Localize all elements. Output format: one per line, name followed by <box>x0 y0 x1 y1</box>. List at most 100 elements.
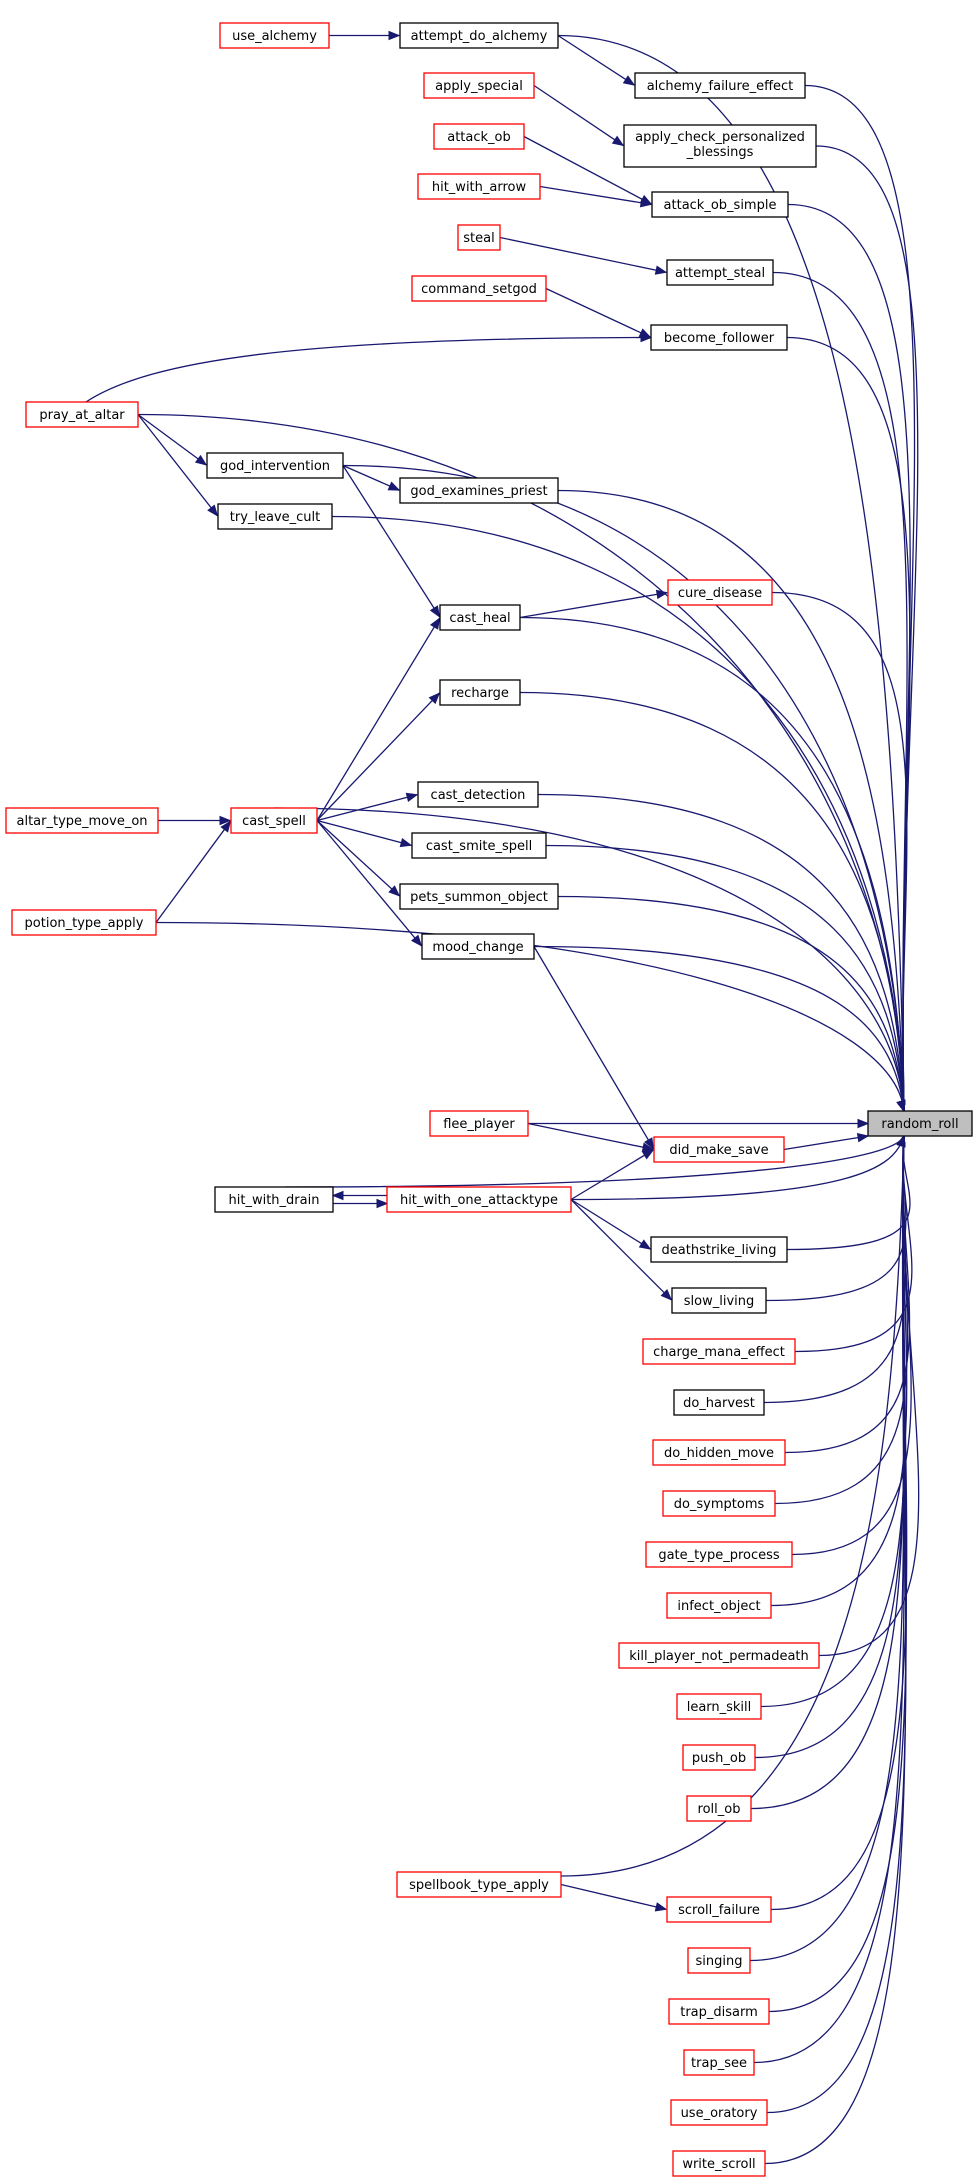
node-box <box>439 679 521 706</box>
node-label: god_examines_priest <box>410 484 547 499</box>
node-box <box>5 807 159 834</box>
node-label: deathstrike_living <box>662 1243 777 1258</box>
edge-line <box>771 591 908 1112</box>
node-write-scroll[interactable]: write_scroll <box>672 2150 766 2177</box>
node-label: hit_with_drain <box>229 1193 320 1208</box>
node-apply-check-personalized-blessings[interactable]: apply_check_personalized_blessings <box>623 124 817 168</box>
node-attempt-steal[interactable]: attempt_steal <box>666 259 774 286</box>
node-label: hit_with_arrow <box>432 180 527 195</box>
edge-line <box>545 287 651 338</box>
node-gate-type-process[interactable]: gate_type_process <box>645 1541 793 1568</box>
node-cast-smite-spell[interactable]: cast_smite_spell <box>411 832 547 859</box>
node-alchemy-failure-effect[interactable]: alchemy_failure_effect <box>634 72 806 99</box>
node-box <box>667 579 773 606</box>
edge-arrow <box>856 1132 870 1143</box>
node-attempt-do-alchemy[interactable]: attempt_do_alchemy <box>399 22 559 49</box>
node-push-ob[interactable]: push_ob <box>682 1744 756 1771</box>
node-hit-with-arrow[interactable]: hit_with_arrow <box>417 173 541 200</box>
edge-arrow <box>405 792 419 802</box>
edge-line <box>804 84 916 1112</box>
edge-pets_summon_object-random_roll <box>557 895 906 1113</box>
node-kill-player-not-permadeath[interactable]: kill_player_not_permadeath <box>618 1642 820 1669</box>
node-box <box>645 1541 793 1568</box>
nodes: use_alchemy attempt_do_alchemy alchemy_fai… <box>5 22 973 2177</box>
node-roll-ob[interactable]: roll_ob <box>686 1795 752 1822</box>
node-charge-mana-effect[interactable]: charge_mana_effect <box>642 1338 796 1365</box>
edge-arrow <box>654 1902 668 1912</box>
node-learn-skill[interactable]: learn_skill <box>676 1693 762 1720</box>
node-random-roll[interactable]: random_roll <box>867 1110 973 1137</box>
edge-line <box>137 414 218 517</box>
node-hit-with-drain[interactable]: hit_with_drain <box>214 1186 334 1213</box>
node-label: do_symptoms <box>674 1497 765 1512</box>
node-scroll-failure[interactable]: scroll_failure <box>666 1896 772 1923</box>
node-deathstrike-living[interactable]: deathstrike_living <box>650 1236 788 1263</box>
node-attack-ob[interactable]: attack_ob <box>433 123 525 150</box>
edge-line <box>557 34 905 1112</box>
node-apply-special[interactable]: apply_special <box>423 72 535 99</box>
edge-alchemy_failure_effect-random_roll <box>804 84 916 1113</box>
edge-arrow <box>857 1118 870 1129</box>
node-label: hit_with_one_attacktype <box>400 1193 558 1208</box>
node-hit-with-one-attacktype[interactable]: hit_with_one_attacktype <box>386 1186 572 1213</box>
node-trap-disarm[interactable]: trap_disarm <box>668 1998 770 2025</box>
node-box <box>650 324 788 351</box>
edge-line <box>570 1199 672 1301</box>
node-steal[interactable]: steal <box>457 224 501 251</box>
edge-line <box>523 135 652 205</box>
node-trap-see[interactable]: trap_see <box>683 2049 755 2076</box>
node-mood-change[interactable]: mood_change <box>421 933 535 960</box>
node-pray-at-altar[interactable]: pray_at_altar <box>25 401 139 428</box>
edge-line <box>519 691 905 1112</box>
edge-arrow <box>654 265 668 275</box>
node-do-hidden-move[interactable]: do_hidden_move <box>652 1439 786 1466</box>
edge-hit_with_arrow-attack_ob_simple <box>539 185 653 208</box>
edge-cast_spell-random_roll <box>273 807 906 1113</box>
node-singing[interactable]: singing <box>687 1947 751 1974</box>
node-command-setgod[interactable]: command_setgod <box>411 275 547 302</box>
node-spellbook-type-apply[interactable]: spellbook_type_apply <box>396 1871 562 1898</box>
node-cast-heal[interactable]: cast_heal <box>439 604 521 631</box>
node-label: pets_summon_object <box>410 890 548 905</box>
node-flee-player[interactable]: flee_player <box>429 1110 529 1137</box>
node-cast-detection[interactable]: cast_detection <box>417 781 539 808</box>
edge-apply_special-apply_check_personalized_blessings <box>533 84 625 147</box>
node-box <box>671 1287 767 1314</box>
edge-line <box>768 1135 907 2013</box>
node-box <box>687 1947 751 1974</box>
node-infect-object[interactable]: infect_object <box>666 1592 772 1619</box>
edge-line <box>770 1135 908 1607</box>
node-do-symptoms[interactable]: do_symptoms <box>662 1490 776 1517</box>
edge-god_intervention-cast_heal <box>342 465 441 618</box>
node-slow-living[interactable]: slow_living <box>671 1287 767 1314</box>
node-did-make-save[interactable]: did_make_save <box>653 1136 785 1163</box>
node-use-alchemy[interactable]: use_alchemy <box>219 22 330 49</box>
edge-line <box>570 1198 651 1250</box>
node-box <box>673 1389 765 1416</box>
node-altar-type-move-on[interactable]: altar_type_move_on <box>5 807 159 834</box>
node-box <box>623 124 817 168</box>
edge-line <box>783 1135 869 1151</box>
node-potion-type-apply[interactable]: potion_type_apply <box>11 909 157 936</box>
node-box <box>651 191 789 218</box>
edge-cast_spell-cast_smite_spell <box>316 819 413 848</box>
node-try-leave-cult[interactable]: try_leave_cult <box>217 503 333 530</box>
node-label: _blessings <box>686 145 754 160</box>
node-attack-ob-simple[interactable]: attack_ob_simple <box>651 191 789 218</box>
node-pets-summon-object[interactable]: pets_summon_object <box>399 883 559 910</box>
node-do-harvest[interactable]: do_harvest <box>673 1389 765 1416</box>
edge-arrow <box>896 1134 906 1148</box>
node-box <box>417 781 539 808</box>
edge-altar_type_move_on-cast_spell <box>158 815 232 826</box>
edge-line <box>533 84 624 146</box>
edge-cast_spell-mood_change <box>316 820 423 947</box>
node-god-examines-priest[interactable]: god_examines_priest <box>399 477 559 504</box>
node-cure-disease[interactable]: cure_disease <box>667 579 773 606</box>
node-cast-spell[interactable]: cast_spell <box>230 807 318 834</box>
node-recharge[interactable]: recharge <box>439 679 521 706</box>
edge-arrow <box>376 1198 389 1209</box>
node-become-follower[interactable]: become_follower <box>650 324 788 351</box>
edge-arrow <box>641 1149 655 1160</box>
node-use-oratory[interactable]: use_oratory <box>670 2099 768 2126</box>
node-god-intervention[interactable]: god_intervention <box>206 452 344 479</box>
